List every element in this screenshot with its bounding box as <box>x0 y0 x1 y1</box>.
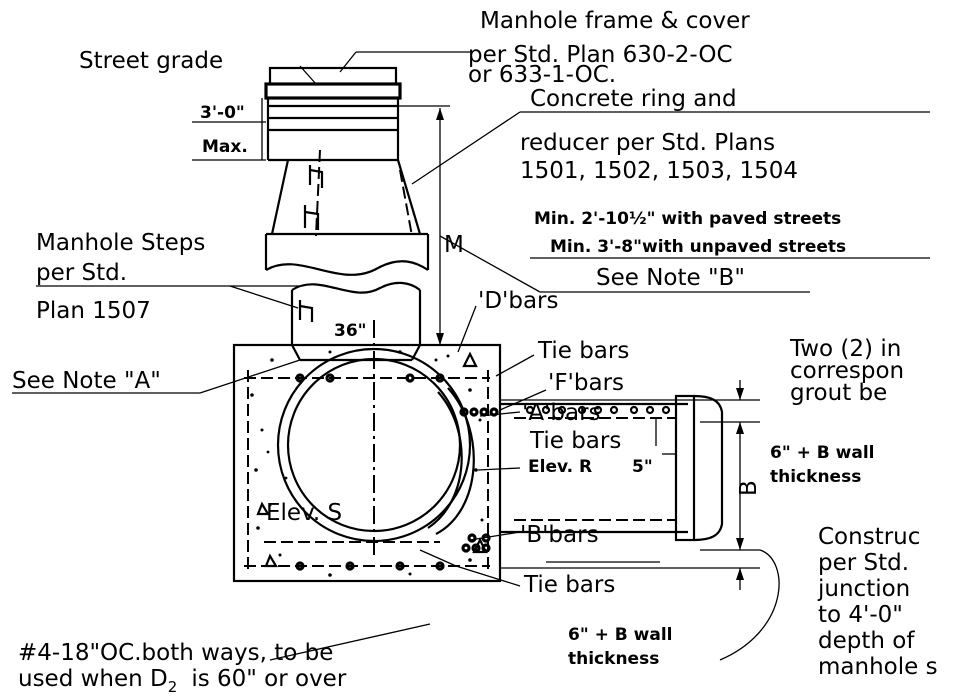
label-construct-6: manhole s <box>818 654 938 680</box>
dimension-m <box>398 105 930 346</box>
label-ring-2: reducer per Std. Plans <box>520 130 775 156</box>
label-street-grade: Street grade <box>79 48 223 74</box>
concrete-speckle <box>250 350 484 577</box>
label-two-inlets-1: Two (2) in <box>789 336 901 362</box>
label-two-inlets-3: grout be <box>790 380 887 406</box>
label-construct-2: per Std. <box>818 550 909 576</box>
label-construct-5: depth of <box>818 628 915 654</box>
label-two-inlets-2: correspon <box>790 358 904 384</box>
label-see-note-a: See Note "A" <box>12 368 161 394</box>
label-a-bars: 'A'bars <box>522 400 601 426</box>
label-construct-3: junction <box>817 576 910 602</box>
label-dim-m: M <box>444 232 464 258</box>
label-min-unpaved: Min. 3'-8"with unpaved streets <box>550 237 846 257</box>
label-steps-2: per Std. <box>36 260 127 286</box>
junction-pipe <box>500 380 760 590</box>
label-ring-3: 1501, 1502, 1503, 1504 <box>520 158 798 184</box>
label-dim-b: B <box>736 480 762 496</box>
concrete-reducer <box>270 149 422 237</box>
label-wall-bottom-2: thickness <box>568 649 659 669</box>
label-tie-bars-bottom: Tie bars <box>523 572 615 598</box>
label-dim-36: 36" <box>334 321 367 341</box>
label-wall-top-2: thickness <box>770 467 861 487</box>
label-elev-r: Elev. R <box>528 457 592 477</box>
label-construct-1: Construc <box>818 524 920 550</box>
label-steps-1: Manhole Steps <box>36 230 205 256</box>
label-frame-cover-1: Manhole frame & cover <box>480 8 750 34</box>
label-wall-bottom-1: 6" + B wall <box>568 625 672 645</box>
label-construct-4: to 4'-0" <box>818 602 903 628</box>
leaders <box>12 51 930 661</box>
label-frame-cover-2: per Std. Plan 630-2-OC <box>468 42 733 68</box>
label-b-bars: 'B'bars <box>520 522 599 548</box>
dimension-3ft-max <box>192 98 266 161</box>
label-steps-3: Plan 1507 <box>36 298 151 324</box>
label-min-paved: Min. 2'-10½" with paved streets <box>534 209 841 229</box>
label-tie-bars-top: Tie bars <box>537 338 629 364</box>
label-ring-1: Concrete ring and <box>530 86 737 112</box>
label-elev-s: Elev. S <box>266 500 342 526</box>
label-frame-cover-3: or 633-1-OC. <box>468 62 616 88</box>
label-wall-top-1: 6" + B wall <box>770 443 874 463</box>
label-see-note-b: See Note "B" <box>596 265 745 291</box>
label-max-height: 3'-0" <box>200 103 245 123</box>
label-d-bars: 'D'bars <box>478 288 559 314</box>
manhole-frame-cover <box>264 66 402 162</box>
label-f-bars: 'F'bars <box>548 370 624 396</box>
label-dim-5: 5" <box>632 457 653 477</box>
riser-barrel <box>264 232 430 345</box>
manhole-base <box>232 320 502 583</box>
label-max-word: Max. <box>202 137 248 157</box>
label-tie-bars-mid: Tie bars <box>529 428 621 454</box>
label-rebar-note-1: #4-18"OC.both ways, to be <box>18 640 333 666</box>
